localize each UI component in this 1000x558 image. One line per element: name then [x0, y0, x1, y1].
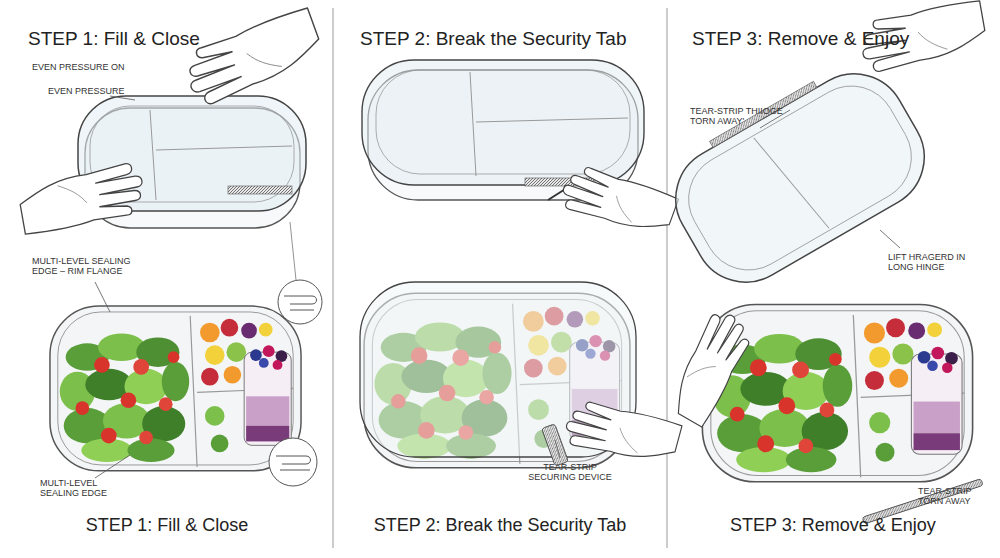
callout-label: MULTI-LEVEL SEALING EDGE – RIM FLANGE	[32, 256, 150, 277]
leader-lines-part	[110, 96, 135, 100]
leader-lines-part	[880, 230, 900, 248]
step2-hands-part	[558, 160, 679, 243]
detail-circles-part	[278, 280, 322, 324]
step-heading: STEP 2: Break the Security Tab	[360, 28, 627, 50]
step2-hands	[558, 160, 683, 471]
step-caption: STEP 2: Break the Security Tab	[340, 515, 660, 536]
step3-open-lid-part	[754, 128, 829, 238]
panel-dividers-part	[667, 8, 668, 548]
step2-empty-container-part	[362, 60, 644, 185]
step2-filled-container-part	[542, 424, 569, 466]
detail-circles-part	[276, 456, 311, 470]
callout-label: TEAR-STRIP TORN AWAY	[918, 486, 988, 507]
leader-lines	[95, 96, 900, 478]
callout-label: EVEN PRESSURE ON	[32, 62, 125, 72]
step2-hands-part	[562, 396, 682, 471]
panel-dividers	[333, 8, 667, 548]
step-caption: STEP 3: Remove & Enjoy	[673, 515, 993, 536]
step2-empty-container-part	[376, 70, 630, 174]
step1-hands-part	[16, 161, 147, 235]
step1-filled-container	[50, 306, 301, 471]
detail-circles-part	[290, 222, 296, 280]
step-heading: STEP 1: Fill & Close	[28, 28, 200, 50]
panel-dividers-part	[333, 8, 334, 548]
step-heading: STEP 3: Remove & Enjoy	[692, 28, 909, 50]
leader-lines-part	[95, 282, 110, 312]
leader-lines-part	[555, 440, 560, 458]
step-caption: STEP 1: Fill & Close	[7, 515, 327, 536]
step3-hands-part	[661, 307, 758, 428]
step1-hands	[16, 7, 327, 236]
callout-label: LIFT HRAGERD IN LONG HINGE	[888, 252, 970, 273]
step1-filled-container-part	[50, 306, 301, 471]
detail-circles-part	[284, 296, 317, 310]
detail-circles-part	[269, 438, 317, 486]
leader-lines-part	[95, 455, 130, 478]
callout-label: MULTI-LEVEL SEALING EDGE	[40, 478, 120, 499]
step1-empty-container-part	[228, 186, 292, 194]
callout-label: TEAR-STRIP THIIOGE TORN AWAY'	[690, 106, 810, 127]
step2-empty-container-part	[470, 72, 628, 176]
step1-empty-container-part	[150, 110, 292, 200]
detail-circles	[269, 222, 322, 486]
callout-label: EVEN PRESSURE	[48, 86, 125, 96]
step3-hands	[661, 0, 988, 428]
step1-hands-part	[179, 7, 327, 109]
callout-label: TEAR-STRIP SECURING DEVICE	[520, 462, 620, 483]
